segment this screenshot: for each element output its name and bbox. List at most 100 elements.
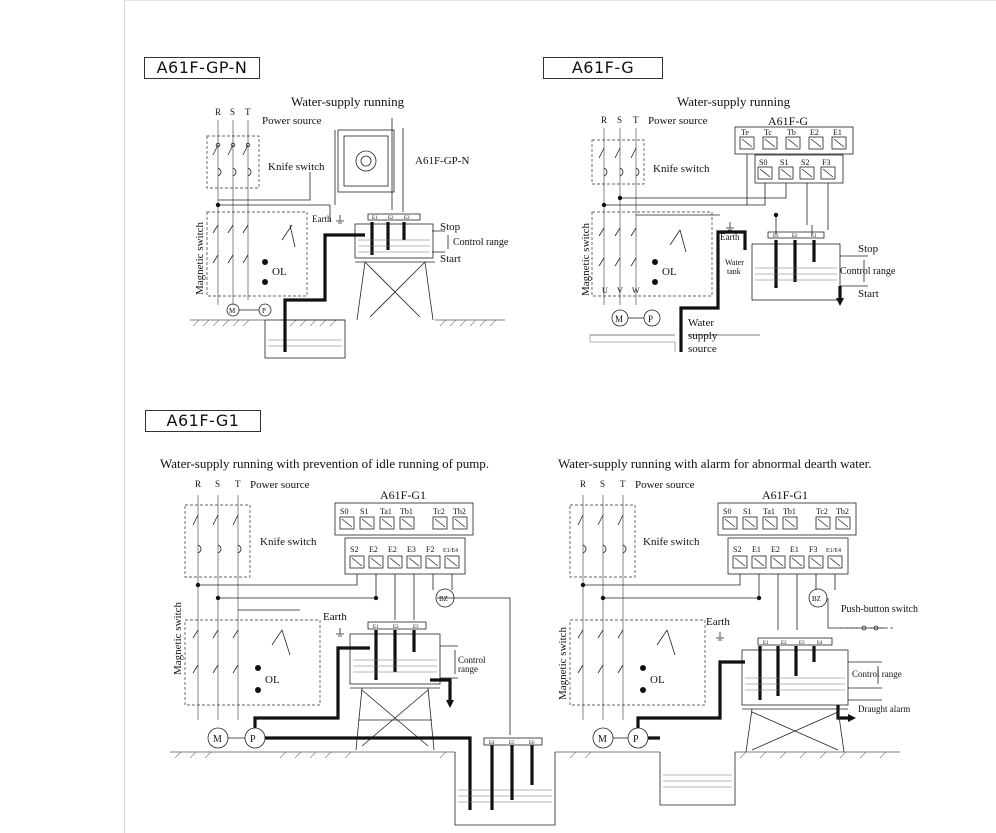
g1l-bottom-e3: E3	[407, 545, 416, 554]
g1l-earth-icon	[336, 628, 344, 637]
g1l-magnetic-switch-box	[184, 619, 321, 706]
gpn-magnetic-contacts	[212, 224, 296, 264]
g1l-phase-t: T	[235, 479, 241, 489]
g1l-bottom-f2: F2	[426, 545, 434, 554]
g1l-bottom-s2: S2	[350, 545, 358, 554]
g1l-top-tb1: Tb1	[400, 507, 413, 516]
g1r-buzzer	[808, 588, 828, 608]
g-title: Water-supply running	[677, 94, 791, 109]
g1r-magnetic-contacts	[577, 629, 676, 674]
g1r-top-s0: S0	[723, 507, 731, 516]
g1r-level-markers	[848, 661, 882, 701]
g-motor-phase-w: W	[632, 286, 640, 295]
g1l-buzzer	[435, 588, 455, 608]
g1r-title: Water-supply running with alarm for abno…	[558, 456, 871, 471]
g1l-top-s0: S0	[340, 507, 348, 516]
g1r-bottom-s2: S2	[733, 545, 741, 554]
g1r-ol: OL	[650, 674, 665, 686]
g1l-supply-pipe	[253, 646, 472, 810]
gpn-terminal-e3: E3	[404, 216, 410, 221]
g-knife-switch-label: Knife switch	[653, 163, 710, 175]
g1l-supply-lines	[197, 495, 239, 720]
g1l-magnetic-contacts	[192, 629, 291, 674]
gpn-phase-t: T	[245, 107, 251, 117]
gpn-control-range: Control range	[453, 237, 509, 248]
g1r-top-tb2: Tb2	[836, 507, 849, 516]
g1r-motor-label: M	[598, 734, 607, 745]
gpn-pump-label: P	[262, 307, 266, 315]
g1r-terminal-e4: E4	[817, 641, 823, 646]
g1r-magnetic-switch-label: Magnetic switch	[557, 626, 569, 700]
g1r-buzzer-label: BZ	[812, 595, 821, 603]
g1r-terminal-e2: E2	[781, 641, 787, 646]
g-phase-s: S	[617, 115, 622, 125]
gpn-supply-lines	[217, 120, 249, 305]
g-top-terminal-tb: Tb	[787, 128, 796, 137]
gpn-start: Start	[440, 253, 461, 265]
gpn-earth-icon	[336, 215, 344, 224]
g1r-push-button-label: Push-button switch	[841, 604, 918, 615]
gpn-knife-switch-blades	[212, 144, 252, 177]
gpn-earth-label: Earth	[312, 214, 332, 224]
gpn-supply-pipe	[283, 233, 365, 352]
gpn-terminal-e2: E2	[388, 216, 394, 221]
g-terminal-e1: E1	[811, 234, 817, 239]
g-top-terminal-te: Te	[741, 128, 749, 137]
g-motor-phase-u: U	[602, 286, 608, 295]
g-top-terminal-tc: Tc	[764, 128, 772, 137]
g1l-well-terminal-e5: E5	[509, 741, 515, 746]
g1l-phase-r: R	[195, 479, 201, 489]
panel-g1-left: Water-supply running with prevention of …	[160, 456, 566, 826]
model-label-g1: A61F-G1	[145, 410, 261, 432]
gpn-terminal-e1: E1	[372, 216, 378, 221]
g1r-bottom-e1a: E1	[752, 545, 761, 554]
g-bottom-terminal-s1: S1	[780, 158, 788, 167]
panel-g: Water-supply running R S T Power source …	[580, 94, 896, 355]
g-level-markers	[840, 255, 868, 287]
g1l-power-source: Power source	[250, 479, 310, 491]
g1l-control-range-1: Control	[458, 655, 486, 665]
g1r-control-wires	[583, 574, 885, 630]
g1r-terminal-e1: E1	[763, 641, 769, 646]
g1l-knife-switch-box	[184, 504, 251, 578]
g1r-outlet-pipe	[836, 705, 848, 720]
g1r-power-source: Power source	[635, 479, 695, 491]
g-water-supply-source-1: Water	[688, 317, 714, 329]
g1l-well	[454, 752, 556, 826]
gpn-device-label: A61F-GP-N	[415, 155, 469, 167]
g1r-top-ta1: Ta1	[763, 507, 775, 516]
gpn-motor-label: M	[229, 307, 236, 315]
g1r-earth-label: Earth	[706, 616, 730, 628]
g-terminal-e3: E3	[773, 234, 779, 239]
g1l-control-range-2: range	[458, 664, 478, 674]
g1l-electrodes	[374, 630, 416, 680]
g-top-terminal-e1: E1	[833, 128, 842, 137]
g-terminal-e2: E2	[792, 234, 798, 239]
g1l-well-terminal-e4: E4	[489, 741, 495, 746]
gpn-electrodes	[370, 222, 406, 255]
g1r-phase-t: T	[620, 479, 626, 489]
g1r-top-terminal-block	[717, 502, 857, 536]
g-control-wires	[604, 154, 829, 235]
gpn-tower	[355, 261, 435, 321]
g1l-title: Water-supply running with prevention of …	[160, 456, 489, 471]
g1r-bottom-f3: F3	[809, 545, 817, 554]
g-terminals	[739, 136, 847, 180]
gpn-level-markers	[432, 230, 449, 253]
page-left-border	[124, 0, 125, 833]
g1l-bottom-e2b: E2	[388, 545, 397, 554]
g1l-device-label: A61F-G1	[380, 488, 426, 502]
g1r-knife-switch-blades	[577, 514, 627, 554]
g1l-pump-label: P	[250, 734, 256, 745]
gpn-stop: Stop	[440, 221, 461, 233]
g-bottom-terminal-f3: F3	[822, 158, 830, 167]
panel-g1-right: Water-supply running with alarm for abno…	[557, 456, 918, 806]
g1r-bottom-e2: E2	[771, 545, 780, 554]
gpn-sump	[264, 319, 346, 359]
g1l-top-tc2: Tc2	[433, 507, 445, 516]
g1r-knife-switch-box	[569, 504, 636, 578]
g-motor-phase-v: V	[617, 286, 623, 295]
g-electrode-holder	[767, 231, 825, 239]
g-device-label: A61F-G	[768, 114, 808, 128]
g-electrodes	[774, 240, 816, 288]
